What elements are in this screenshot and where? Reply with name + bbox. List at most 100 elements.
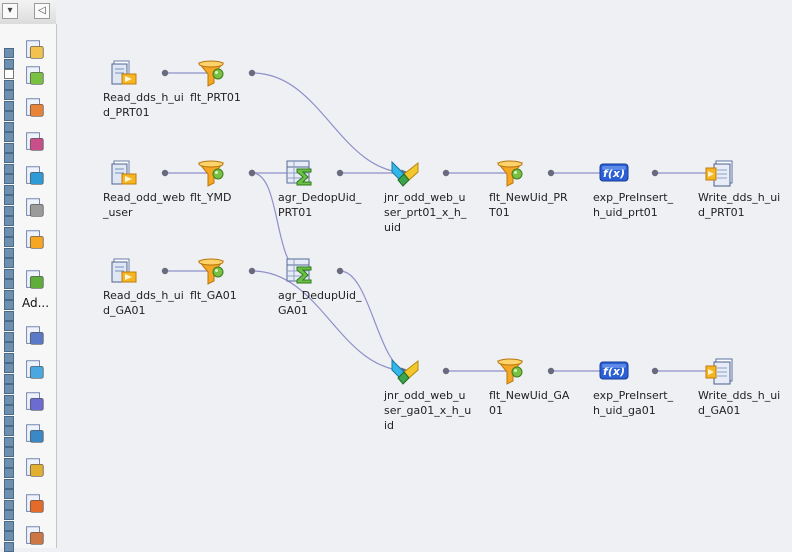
svg-text:f(x): f(x)	[603, 167, 625, 180]
xml-icon[interactable]	[22, 358, 48, 384]
node-jnr_prt01[interactable]: jnr_odd_web_u ser_prt01_x_h_ uid	[368, 158, 478, 238]
palette-strip-marker	[4, 352, 14, 363]
sequence-icon[interactable]	[22, 390, 48, 416]
collapse-palette-button[interactable]: ◁	[34, 3, 50, 19]
node-flt_ymd[interactable]: flt_YMD	[174, 158, 284, 238]
palette-strip-marker	[4, 48, 14, 58]
palette-menu-button[interactable]: ▾	[2, 3, 18, 19]
source-reader-icon[interactable]	[109, 158, 139, 188]
node-exp_prt01[interactable]: f(x)exp_PreInsert_ h_uid_prt01	[577, 158, 687, 238]
palette-strip-marker	[4, 163, 14, 174]
expression-icon[interactable]: f(x)	[599, 158, 629, 188]
palette-strip-marker	[4, 384, 14, 394]
palette-strip-marker	[4, 132, 14, 142]
output-port-jnr_prt01-6[interactable]	[442, 169, 450, 177]
palette-strip-marker	[4, 405, 14, 415]
palette-category-label[interactable]: Ad...	[22, 296, 50, 310]
output-port-exp_prt01-8[interactable]	[651, 169, 659, 177]
expression-icon[interactable]: f(x)	[599, 356, 629, 386]
filter-funnel-icon[interactable]	[495, 158, 525, 188]
output-port-flt_new_prt-7[interactable]	[547, 169, 555, 177]
palette-strip-marker	[4, 174, 14, 184]
palette-strip-marker	[4, 279, 14, 289]
source-reader-icon[interactable]	[109, 256, 139, 286]
node-label: Read_dds_h_ui d_PRT01	[103, 91, 184, 119]
node-jnr_ga01[interactable]: jnr_odd_web_u ser_ga01_x_h_u id	[368, 356, 478, 436]
node-flt_ga01[interactable]: flt_GA01	[174, 256, 284, 336]
target-writer-icon[interactable]	[704, 158, 734, 188]
output-port-flt_new_ga-13[interactable]	[547, 367, 555, 375]
node-label: agr_DedupUid_ GA01	[278, 289, 362, 317]
filter-funnel-icon[interactable]	[196, 58, 226, 88]
aggregator-icon[interactable]	[284, 158, 314, 188]
output-port-flt_prt01-1[interactable]	[248, 69, 256, 77]
target-icon[interactable]	[22, 64, 48, 90]
palette-strip-marker	[4, 510, 14, 520]
palette-strip-marker	[4, 426, 14, 436]
palette-strip-marker	[4, 300, 14, 310]
output-port-read_web-2[interactable]	[161, 169, 169, 177]
palette-strip-marker	[4, 216, 14, 226]
node-exp_ga01[interactable]: f(x) exp_PreInsert_ h_uid_ga01	[577, 356, 687, 436]
java-icon[interactable]	[22, 524, 48, 550]
palette-strip-marker	[4, 111, 14, 121]
joiner-icon[interactable]	[390, 158, 420, 188]
target-writer-icon[interactable]	[704, 356, 734, 386]
node-flt_new_ga[interactable]: flt_NewUid_GA 01	[473, 356, 583, 436]
palette-strip-marker	[4, 69, 14, 79]
palette-strip-marker	[4, 247, 14, 258]
router-icon[interactable]	[22, 96, 48, 122]
palette-strip-marker	[4, 342, 14, 352]
palette-strip-marker	[4, 121, 14, 132]
node-label: flt_YMD	[190, 191, 232, 204]
filter-funnel-icon[interactable]	[196, 256, 226, 286]
node-label: Write_dds_h_ui d_GA01	[698, 389, 781, 417]
output-port-flt_ymd-4[interactable]	[248, 169, 256, 177]
filter-funnel-icon[interactable]	[196, 158, 226, 188]
union-icon[interactable]	[22, 324, 48, 350]
node-label: exp_PreInsert_ h_uid_ga01	[593, 389, 674, 417]
node-flt_prt01[interactable]: flt_PRT01	[174, 58, 284, 138]
node-read_prt01[interactable]: Read_dds_h_ui d_PRT01	[87, 58, 197, 138]
node-label: jnr_odd_web_u ser_prt01_x_h_ uid	[384, 191, 467, 234]
update-strategy-icon[interactable]	[22, 456, 48, 482]
output-port-jnr_ga01-12[interactable]	[442, 367, 450, 375]
palette-strip-marker	[4, 237, 14, 247]
output-port-agr_ga01-11[interactable]	[336, 267, 344, 275]
output-port-exp_ga01-14[interactable]	[651, 367, 659, 375]
svg-text:f(x): f(x)	[603, 365, 625, 378]
normalizer-icon[interactable]	[22, 228, 48, 254]
palette-strip-marker	[4, 499, 14, 510]
palette-strip-marker	[4, 468, 14, 478]
node-flt_new_prt[interactable]: flt_NewUid_PR T01	[473, 158, 583, 238]
palette-strip-marker	[4, 436, 14, 447]
link-flt_ga01-to-jnr_ga01[interactable]	[251, 270, 410, 375]
palette-selection-strip	[2, 24, 14, 552]
output-port-flt_ga01-10[interactable]	[248, 267, 256, 275]
node-agr_ga01[interactable]: agr_DedupUid_ GA01	[262, 256, 372, 336]
node-agr_prt01[interactable]: agr_DedopUid_ PRT01	[262, 158, 372, 238]
output-port-read_prt01-0[interactable]	[161, 69, 169, 77]
joiner-icon[interactable]	[390, 356, 420, 386]
output-port-read_ga01-9[interactable]	[161, 267, 169, 275]
link-flt_prt01-to-jnr_prt01[interactable]	[251, 72, 410, 177]
sql-icon[interactable]	[22, 196, 48, 222]
palette-strip-marker	[4, 205, 14, 216]
key-generator-icon[interactable]	[22, 422, 48, 448]
lookup-icon[interactable]	[22, 164, 48, 190]
rank-icon[interactable]	[22, 130, 48, 156]
node-read_ga01[interactable]: Read_dds_h_ui d_GA01	[87, 256, 197, 336]
source-reader-icon[interactable]	[109, 58, 139, 88]
address-doctor-icon[interactable]	[22, 268, 48, 294]
output-port-agr_prt01-5[interactable]	[336, 169, 344, 177]
palette-strip-marker	[4, 373, 14, 384]
node-write_ga01[interactable]: Write_dds_h_ui d_GA01	[682, 356, 792, 436]
transaction-control-icon[interactable]	[22, 492, 48, 518]
node-write_prt01[interactable]: Write_dds_h_ui d_PRT01	[682, 158, 792, 238]
aggregator-icon[interactable]	[284, 256, 314, 286]
palette-strip-marker	[4, 258, 14, 268]
node-read_web[interactable]: Read_odd_web _user	[87, 158, 197, 238]
source-icon[interactable]	[22, 38, 48, 64]
filter-funnel-icon[interactable]	[495, 356, 525, 386]
